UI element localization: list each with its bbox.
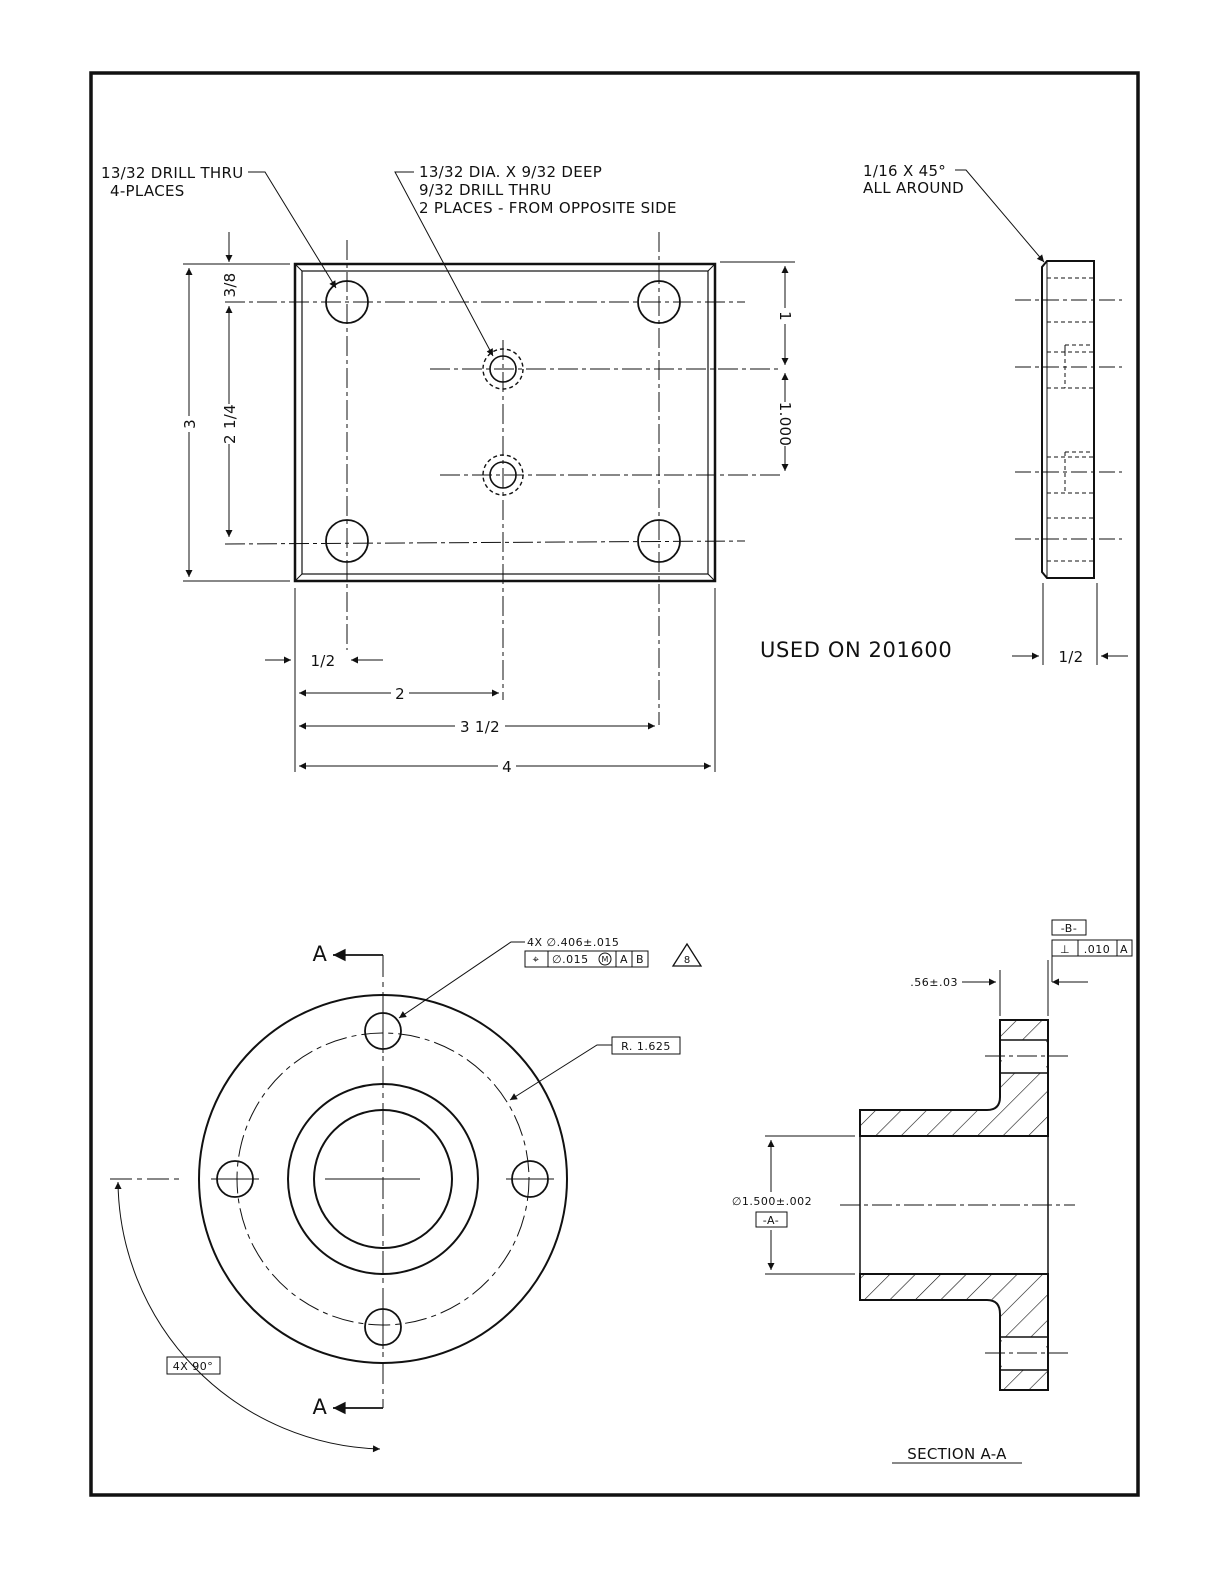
perpendicularity-symbol: ⊥: [1060, 943, 1070, 956]
hole-size-note: 4X ∅.406±.015: [527, 936, 619, 949]
chamfer-note-2: ALL AROUND: [863, 179, 964, 197]
position-tolerance: ∅.015: [552, 953, 589, 966]
used-on-note: USED ON 201600: [760, 638, 952, 662]
dim-left-offset: 1/2: [310, 652, 335, 670]
section-letter-bottom: A: [313, 1395, 328, 1419]
datum-a-label: -A-: [763, 1214, 779, 1227]
bore-diameter: ∅1.500±.002: [732, 1195, 812, 1208]
dim-cb-spacing: 1.000: [776, 402, 794, 446]
plate-dimensions: 3/8 3 2 1/4 1 1.000 1/2 2 3 1/2 4 1/2: [181, 271, 1084, 776]
dim-top-right: 1: [776, 311, 794, 321]
bolt-circle-radius: R. 1.625: [621, 1040, 671, 1053]
flange-thickness: .56±.03: [910, 976, 958, 989]
section-view: [756, 920, 1132, 1463]
datum-ref-a: A: [620, 953, 628, 966]
drill-places-note: 4-PLACES: [110, 182, 185, 200]
flag-note-number: 8: [684, 955, 690, 966]
counterbore-note-3: 2 PLACES - FROM OPPOSITE SIDE: [419, 199, 677, 217]
datum-b-label: -B-: [1061, 922, 1078, 935]
chamfer-note-1: 1/16 X 45°: [863, 162, 946, 180]
dim-top-offset: 3/8: [221, 272, 239, 297]
dim-hole-spacing-v: 2 1/4: [221, 404, 239, 444]
dim-height: 3: [181, 419, 199, 429]
counterbore-note-1: 13/32 DIA. X 9/32 DEEP: [419, 163, 602, 181]
dim-hole-spacing-h: 3 1/2: [460, 718, 500, 736]
flange-notes: A A 4X ∅.406±.015 ⌖ ∅.015 M A B 8 R. 1.6…: [173, 936, 690, 1419]
perpendicularity-datum: A: [1120, 943, 1128, 956]
mmc-modifier: M: [602, 955, 609, 964]
datum-ref-b: B: [636, 953, 644, 966]
dim-width: 4: [502, 758, 512, 776]
dim-cb-x: 2: [395, 685, 405, 703]
position-symbol: ⌖: [533, 953, 540, 966]
section-title: SECTION A-A: [907, 1445, 1007, 1463]
section-letter-top: A: [313, 942, 328, 966]
perpendicularity-tolerance: .010: [1084, 943, 1111, 956]
plate-top-view: [183, 172, 795, 772]
plate-side-view: [955, 170, 1128, 665]
drill-thru-note: 13/32 DRILL THRU: [101, 164, 244, 182]
angle-note: 4X 90°: [173, 1360, 214, 1373]
counterbore-note-2: 9/32 DRILL THRU: [419, 181, 552, 199]
section-notes: -B- ⊥ .010 A .56±.03 ∅1.500±.002 -A- SEC…: [732, 922, 1128, 1463]
dim-thickness: 1/2: [1058, 648, 1083, 666]
